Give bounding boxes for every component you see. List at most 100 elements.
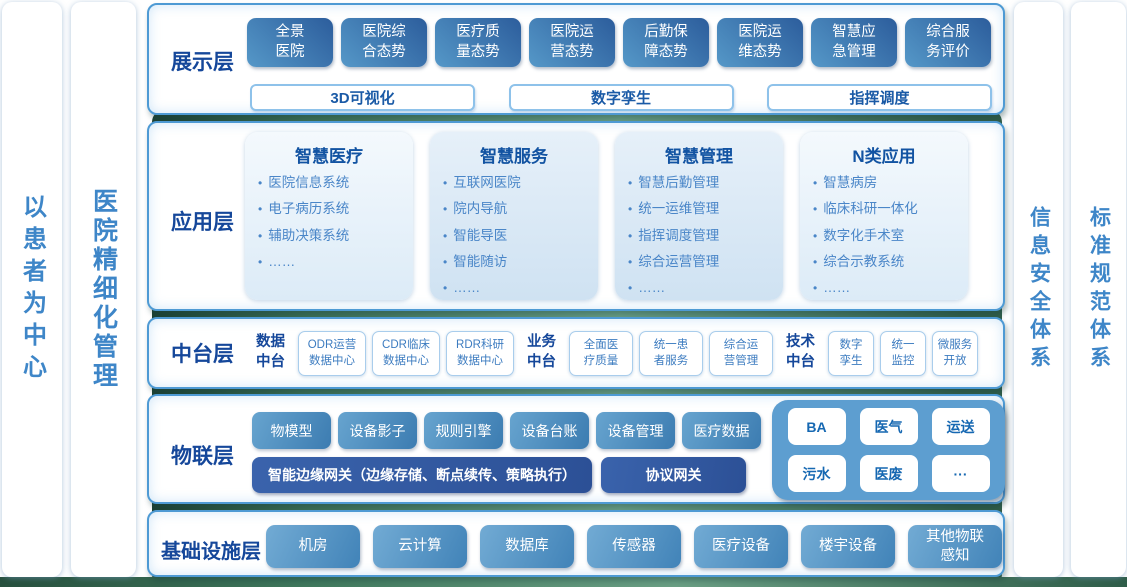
middle-platform-row: 中台层 数据 中台 ODR运营 数据中心 CDR临床 数据中心 RDR科研 数据… — [149, 319, 1003, 387]
technology-platform-group-label: 技术 中台 — [786, 334, 815, 370]
list-item: 电子病历系统 — [258, 196, 413, 222]
middle-platform-layer-panel: 中台层 数据 中台 ODR运营 数据中心 CDR临床 数据中心 RDR科研 数据… — [147, 317, 1005, 389]
bottom-green-strip — [0, 577, 1127, 587]
sidebar-refined-management-label: 医院精细化管理 — [89, 188, 118, 391]
thing-model-button[interactable]: 物模型 — [252, 412, 331, 449]
command-dispatch-box[interactable]: 指挥调度 — [767, 84, 992, 111]
n-type-applications-card-list: 智慧病房 临床科研一体化 数字化手术室 综合示教系统 …… — [800, 170, 968, 302]
list-item: 数字化手术室 — [813, 223, 968, 249]
display-platforms-row: 3D可视化 数字孪生 指挥调度 — [250, 84, 992, 111]
sidebar-standards: 标准规范体系 — [1071, 2, 1126, 577]
rule-engine-button[interactable]: 规则引擎 — [424, 412, 503, 449]
list-item: 综合示教系统 — [813, 249, 968, 275]
sidebar-info-security: 信息安全体系 — [1014, 2, 1063, 577]
n-type-applications-card[interactable]: N类应用 智慧病房 临床科研一体化 数字化手术室 综合示教系统 …… — [800, 132, 968, 300]
medical-gas-subsystem-box[interactable]: 医气 — [859, 408, 918, 445]
device-management-button[interactable]: 设备管理 — [596, 412, 675, 449]
database-button[interactable]: 数据库 — [480, 525, 574, 568]
integrated-operation-management-box[interactable]: 综合运 营管理 — [709, 330, 773, 376]
visualization-3d-box[interactable]: 3D可视化 — [250, 84, 475, 111]
sidebar-patient-centered-label: 以患者为中心 — [18, 193, 46, 386]
list-item: 辅助决策系统 — [258, 223, 413, 249]
list-item: …… — [813, 275, 968, 301]
hospital-overall-situation-button[interactable]: 医院综 合态势 — [341, 18, 427, 67]
display-layer-panel: 展示层 全景 医院 医院综 合态势 医疗质 量态势 医院运 营态势 后勤保 障态… — [147, 3, 1005, 115]
n-type-applications-card-title: N类应用 — [852, 147, 916, 166]
device-ledger-button[interactable]: 设备台账 — [510, 412, 589, 449]
iot-gateway-row: 智能边缘网关（边缘存储、断点续传、策略执行） 协议网关 — [252, 457, 746, 493]
ba-subsystem-box[interactable]: BA — [787, 408, 846, 445]
transport-subsystem-box[interactable]: 运送 — [931, 408, 990, 445]
smart-management-card-list: 智慧后勤管理 统一运维管理 指挥调度管理 综合运营管理 …… — [615, 170, 783, 302]
iot-layer-panel: 物联层 物模型 设备影子 规则引擎 设备台账 设备管理 医疗数据 智能边缘网关（… — [147, 394, 1005, 504]
microservice-open-box[interactable]: 微服务 开放 — [932, 330, 978, 376]
logistics-support-situation-button[interactable]: 后勤保 障态势 — [623, 18, 709, 67]
list-item: 指挥调度管理 — [628, 223, 783, 249]
list-item: 智能随访 — [443, 249, 598, 275]
digital-twin-box[interactable]: 数字孪生 — [508, 84, 734, 111]
rdr-research-data-center-box[interactable]: RDR科研 数据中心 — [446, 330, 514, 376]
hospital-maintenance-situation-button[interactable]: 医院运 维态势 — [717, 18, 803, 67]
list-item: 医院信息系统 — [258, 170, 413, 196]
display-buttons-row: 全景 医院 医院综 合态势 医疗质 量态势 医院运 营态势 后勤保 障态势 医院… — [247, 18, 991, 67]
middle-platform-layer-label: 中台层 — [171, 343, 234, 366]
list-item: 智能导医 — [443, 223, 598, 249]
smart-emergency-management-button[interactable]: 智慧应 急管理 — [811, 18, 897, 67]
unified-monitoring-box[interactable]: 统一 监控 — [880, 330, 926, 376]
smart-medical-card-title: 智慧医疗 — [295, 147, 363, 166]
sensor-button[interactable]: 传感器 — [587, 525, 681, 568]
infrastructure-buttons-row: 机房 云计算 数据库 传感器 医疗设备 楼宇设备 其他物联 感知 — [266, 525, 1002, 568]
cdr-clinical-data-center-box[interactable]: CDR临床 数据中心 — [372, 330, 440, 376]
sidebar-standards-label: 标准规范体系 — [1087, 205, 1111, 374]
list-item: 综合运营管理 — [628, 249, 783, 275]
more-subsystems-box[interactable]: ··· — [931, 455, 990, 492]
list-item: …… — [443, 275, 598, 301]
iot-layer-label: 物联层 — [171, 445, 234, 468]
panorama-hospital-button[interactable]: 全景 医院 — [247, 18, 333, 67]
medical-equipment-button[interactable]: 医疗设备 — [694, 525, 788, 568]
smart-service-card-list: 互联网医院 院内导航 智能导医 智能随访 …… — [430, 170, 598, 302]
cloud-computing-button[interactable]: 云计算 — [373, 525, 467, 568]
comprehensive-service-evaluation-button[interactable]: 综合服 务评价 — [905, 18, 991, 67]
sidebar-patient-centered: 以患者为中心 — [2, 2, 62, 577]
application-layer-label: 应用层 — [171, 211, 234, 234]
odr-operation-data-center-box[interactable]: ODR运营 数据中心 — [298, 330, 366, 376]
smart-service-card[interactable]: 智慧服务 互联网医院 院内导航 智能导医 智能随访 …… — [430, 132, 598, 300]
protocol-gateway-button[interactable]: 协议网关 — [601, 457, 746, 493]
list-item: 智慧病房 — [813, 170, 968, 196]
smart-service-card-title: 智慧服务 — [480, 147, 548, 166]
smart-medical-card[interactable]: 智慧医疗 医院信息系统 电子病历系统 辅助决策系统 …… — [245, 132, 413, 300]
list-item: 统一运维管理 — [628, 196, 783, 222]
smart-management-card-title: 智慧管理 — [665, 147, 733, 166]
sidebar-refined-management: 医院精细化管理 — [71, 2, 136, 577]
sewage-subsystem-box[interactable]: 污水 — [787, 455, 846, 492]
other-iot-sensing-button[interactable]: 其他物联 感知 — [908, 525, 1002, 568]
list-item: 院内导航 — [443, 196, 598, 222]
infrastructure-layer-panel: 基础设施层 机房 云计算 数据库 传感器 医疗设备 楼宇设备 其他物联 感知 — [147, 510, 1005, 577]
device-shadow-button[interactable]: 设备影子 — [338, 412, 417, 449]
list-item: 智慧后勤管理 — [628, 170, 783, 196]
iot-buttons-row: 物模型 设备影子 规则引擎 设备台账 设备管理 医疗数据 — [252, 412, 761, 449]
application-cards-row: 智慧医疗 医院信息系统 电子病历系统 辅助决策系统 …… 智慧服务 互联网医院 … — [245, 132, 968, 300]
hospital-operation-situation-button[interactable]: 医院运 营态势 — [529, 18, 615, 67]
iot-subsystems-panel: BA 医气 运送 污水 医废 ··· — [772, 400, 1005, 500]
application-layer-panel: 应用层 智慧医疗 医院信息系统 电子病历系统 辅助决策系统 …… 智慧服务 互联… — [147, 121, 1005, 311]
sidebar-info-security-label: 信息安全体系 — [1027, 205, 1051, 374]
medical-quality-situation-button[interactable]: 医疗质 量态势 — [435, 18, 521, 67]
unified-patient-service-box[interactable]: 统一患 者服务 — [639, 330, 703, 376]
smart-edge-gateway-button[interactable]: 智能边缘网关（边缘存储、断点续传、策略执行） — [252, 457, 592, 493]
list-item: …… — [258, 249, 413, 275]
data-platform-group-label: 数据 中台 — [256, 334, 285, 370]
building-equipment-button[interactable]: 楼宇设备 — [801, 525, 895, 568]
medical-waste-subsystem-box[interactable]: 医废 — [859, 455, 918, 492]
smart-medical-card-list: 医院信息系统 电子病历系统 辅助决策系统 …… — [245, 170, 413, 275]
business-platform-group-label: 业务 中台 — [527, 334, 556, 370]
smart-management-card[interactable]: 智慧管理 智慧后勤管理 统一运维管理 指挥调度管理 综合运营管理 …… — [615, 132, 783, 300]
machine-room-button[interactable]: 机房 — [266, 525, 360, 568]
list-item: 互联网医院 — [443, 170, 598, 196]
list-item: …… — [628, 275, 783, 301]
medical-data-button[interactable]: 医疗数据 — [682, 412, 761, 449]
digital-twin-tech-box[interactable]: 数字 孪生 — [828, 330, 874, 376]
overall-medical-quality-box[interactable]: 全面医 疗质量 — [569, 330, 633, 376]
list-item: 临床科研一体化 — [813, 196, 968, 222]
